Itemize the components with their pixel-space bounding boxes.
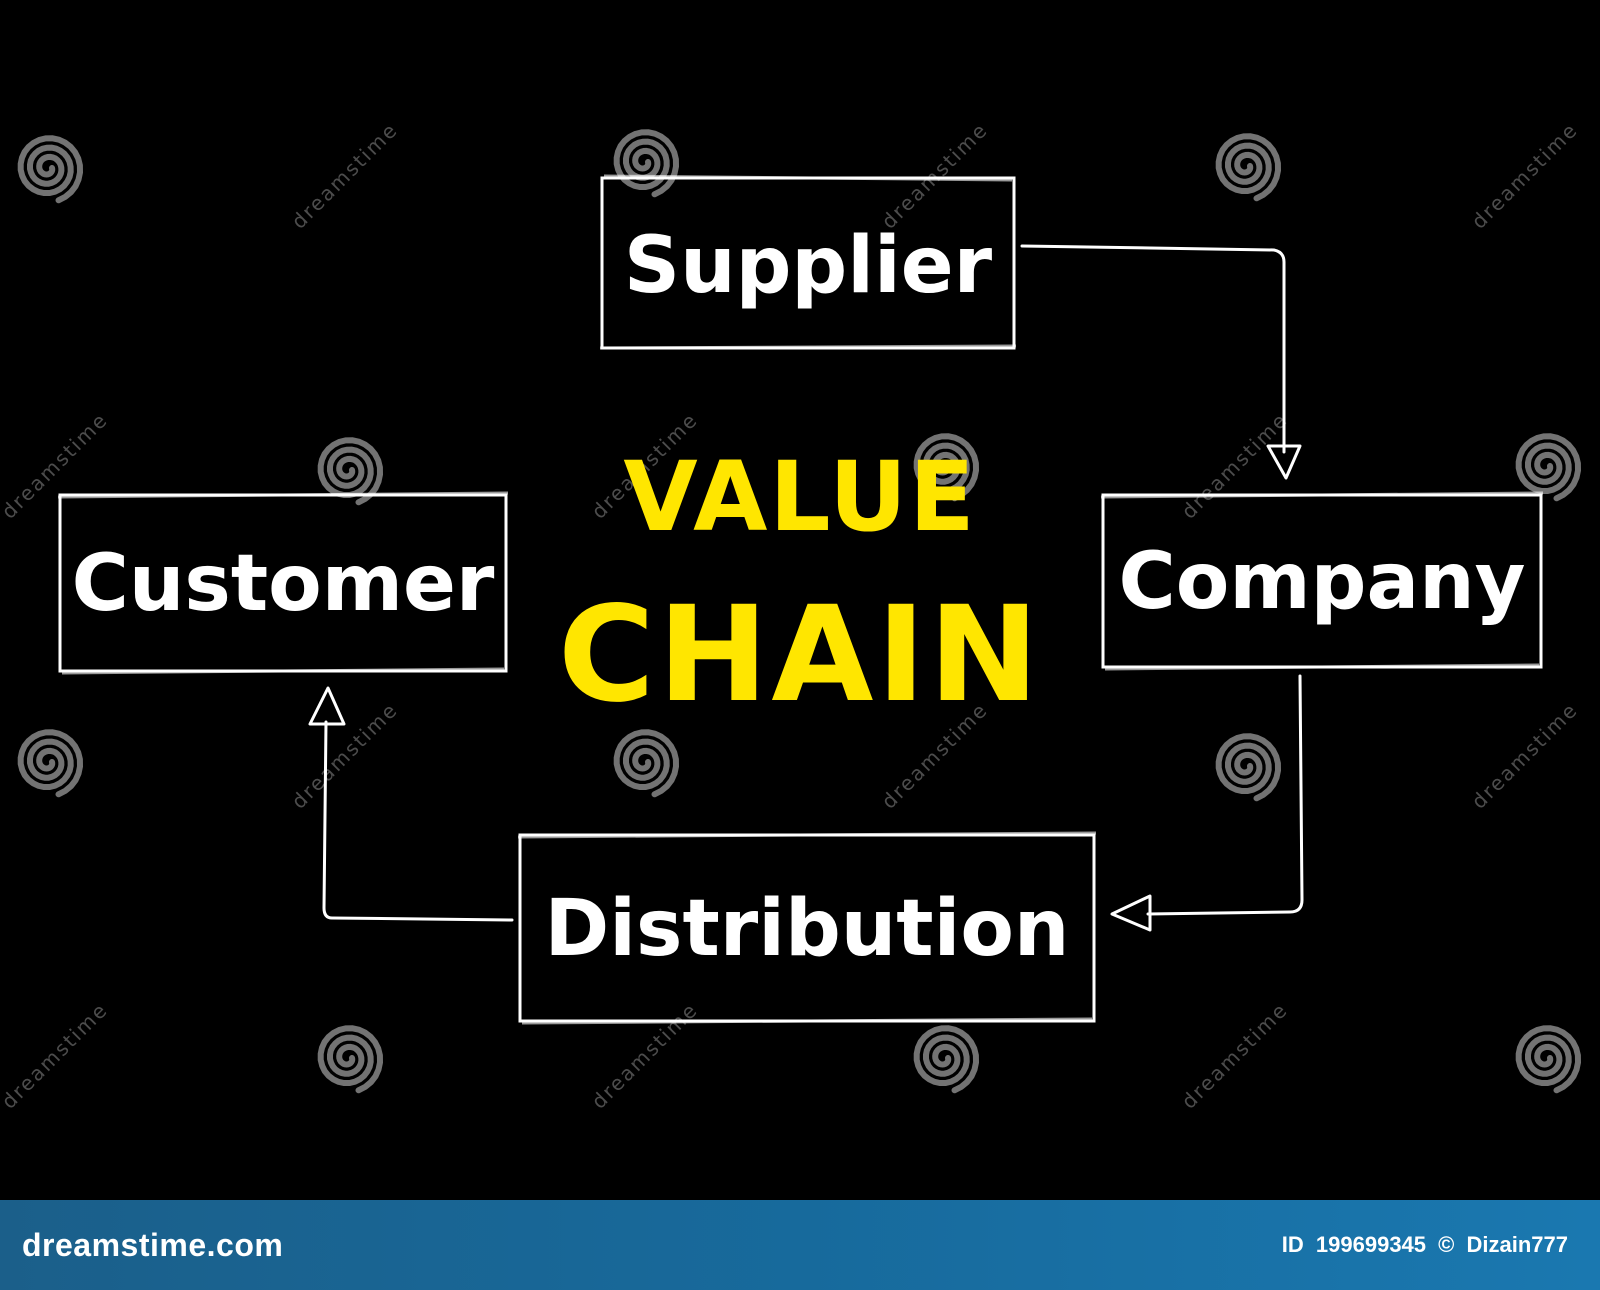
- watermark-spiral-icon: [1515, 433, 1582, 502]
- customer-label: Customer: [72, 539, 495, 629]
- id-value: 199699345: [1315, 1232, 1427, 1257]
- node-distribution: Distribution: [517, 831, 1097, 1025]
- watermark-spiral-icon: [17, 729, 84, 798]
- watermark-spiral-icon: [1215, 133, 1282, 202]
- node-supplier: Supplier: [599, 174, 1017, 350]
- watermark-spiral-icon: [913, 1025, 980, 1094]
- footer-meta: ID 199699345 © Dizain777: [1276, 1232, 1568, 1258]
- watermark-spiral-icon: [613, 729, 680, 798]
- watermark-text: dreamstime: [1177, 997, 1293, 1113]
- watermark-spiral-icon: [613, 129, 680, 198]
- watermark-spiral-icon: [17, 135, 84, 204]
- title-line-1: VALUE: [623, 441, 976, 553]
- footer-bar: dreamstime.com ID 199699345 © Dizain777: [0, 1200, 1600, 1290]
- supplier-label: Supplier: [624, 221, 993, 311]
- company-label: Company: [1119, 537, 1526, 627]
- watermark-spiral-icon: [317, 1025, 384, 1094]
- watermark-spiral-icon: [317, 437, 384, 506]
- watermark-text: dreamstime: [287, 697, 403, 813]
- node-customer: Customer: [57, 491, 509, 675]
- watermark-text: dreamstime: [587, 997, 703, 1113]
- id-label: ID: [1281, 1232, 1304, 1257]
- arrow-company-to-distribution: [1110, 674, 1304, 932]
- arrow-distribution-to-customer: [308, 686, 514, 922]
- value-chain-diagram: dreamstime dreamstime dreamstime dreamstime…: [0, 117, 1583, 1113]
- node-company: Company: [1100, 491, 1544, 671]
- watermark-text: dreamstime: [1467, 697, 1583, 813]
- author-name: Dizain777: [1466, 1232, 1569, 1257]
- title-line-2: CHAIN: [558, 578, 1042, 732]
- watermark-spiral-icon: [1215, 733, 1282, 802]
- watermark-text: dreamstime: [1177, 407, 1293, 523]
- footer-brand: dreamstime.com: [22, 1226, 284, 1263]
- copyright-icon: ©: [1438, 1232, 1455, 1257]
- watermark-text: dreamstime: [1467, 117, 1583, 233]
- watermark-text: dreamstime: [0, 407, 113, 523]
- arrow-supplier-to-company: [1020, 244, 1302, 480]
- distribution-label: Distribution: [545, 884, 1070, 974]
- watermark-text: dreamstime: [287, 117, 403, 233]
- watermark-spiral-icon: [1515, 1025, 1582, 1094]
- watermark-text: dreamstime: [877, 117, 993, 233]
- watermark-text: dreamstime: [0, 997, 113, 1113]
- watermark-spiral-icon: [913, 433, 980, 502]
